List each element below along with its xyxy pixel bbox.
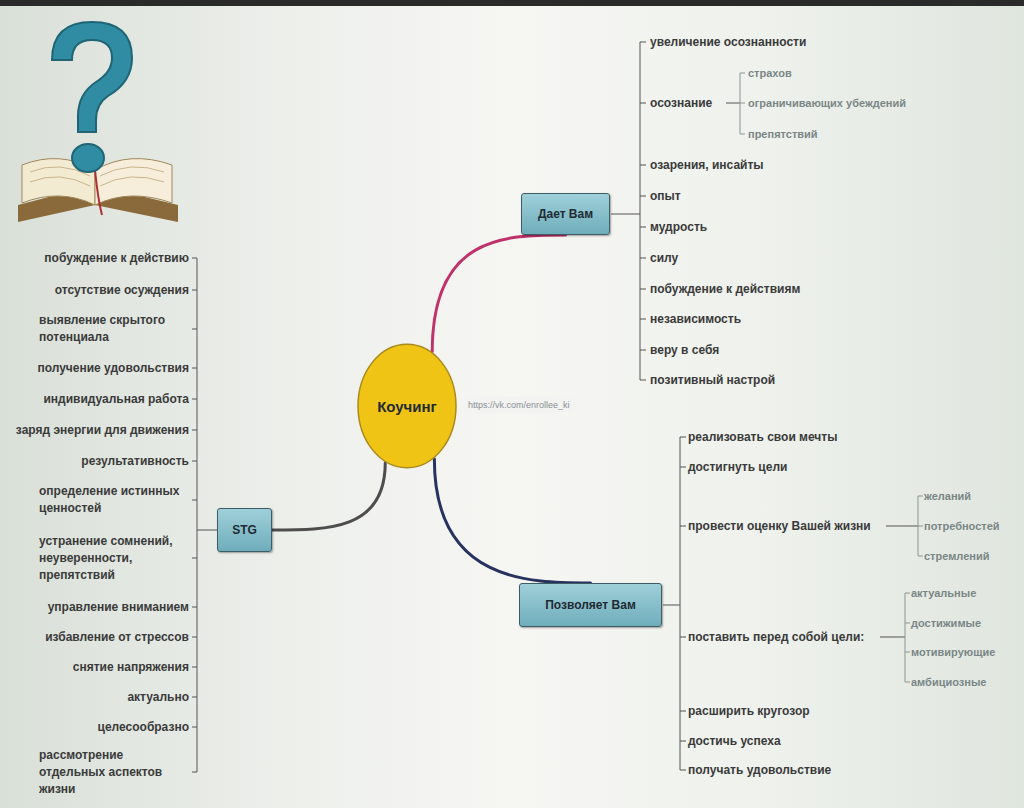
central-ellipse: Коучинг [357,343,457,469]
branch-item: реализовать свои мечты [688,429,837,446]
branch-connector [434,459,590,583]
branch-item: опыт [650,188,681,205]
branch-item: веру в себя [650,342,719,359]
sub-item: желаний [924,488,971,505]
branch-item: актуально [127,689,189,706]
branch-item: управление вниманием [48,599,189,616]
connector-line [434,459,590,583]
branch-item: индивидуальная работа [43,391,189,408]
branch-item: определение истинных ценностей [39,483,189,517]
branch-item: побуждение к действию [44,250,189,267]
branch-item: расширить кругозор [688,703,810,720]
branch-item: заряд энергии для движения [16,422,189,439]
brackets [192,42,923,772]
branch-connector [432,235,565,352]
branch-item: мудрость [650,219,707,236]
node-text: Коучинг [377,398,437,415]
sub-item: стремлений [924,548,989,565]
sub-item: потребностей [924,518,1000,535]
branch-connector [272,463,385,530]
watermark: https://vk.com/enrollee_ki [466,397,572,414]
branch-item: поставить перед собой цели: [688,629,864,646]
connector-line [272,463,385,530]
sub-item: ограничивающих убеждений [748,95,906,112]
branch-item: позитивный настрой [650,372,775,389]
sub-item: мотивирующие [911,644,995,661]
branch-item: избавление от стрессов [45,629,189,646]
branch-item: выявление скрытого потенциала [39,312,189,346]
sub-item: препятствий [748,126,818,143]
branch-item: силу [650,250,678,267]
branch-item: достигнуть цели [688,459,787,476]
sub-item: амбициозные [911,674,986,691]
sub-item: актуальные [911,585,976,602]
branch-item: получение удовольствия [37,360,189,377]
branch-item: осознание [650,95,712,112]
branch-box: Позволяет Вам [519,583,662,627]
branch-item: результативность [81,453,189,470]
branch-item: получать удовольствие [688,762,831,779]
node-text: Дает Вам [538,207,593,221]
branch-item: снятие напряжения [73,659,189,676]
sub-item: достижимые [911,615,981,632]
branch-box: STG [217,508,272,552]
node-text: STG [232,523,257,537]
node-text: Позволяет Вам [545,598,636,612]
top-strip [0,0,1024,6]
branch-item: увеличение осознанности [650,34,806,51]
question-mark [52,22,132,172]
branch-item: достичь успеха [688,733,781,750]
branch-item: отсутствие осуждения [55,282,189,299]
sub-item: страхов [748,65,792,82]
branch-item: побуждение к действиям [650,281,800,298]
branch-item: независимость [650,311,741,328]
branch-item: устранение сомнений, неуверенности, преп… [39,533,189,584]
branch-item: рассмотрение отдельных аспектов жизни [39,747,189,798]
branch-item: озарения, инсайты [650,157,764,174]
branch-box: Дает Вам [521,193,610,235]
branch-item: целесообразно [98,719,189,736]
branch-item: провести оценку Вашей жизни [688,518,871,535]
connector-line [432,235,565,352]
